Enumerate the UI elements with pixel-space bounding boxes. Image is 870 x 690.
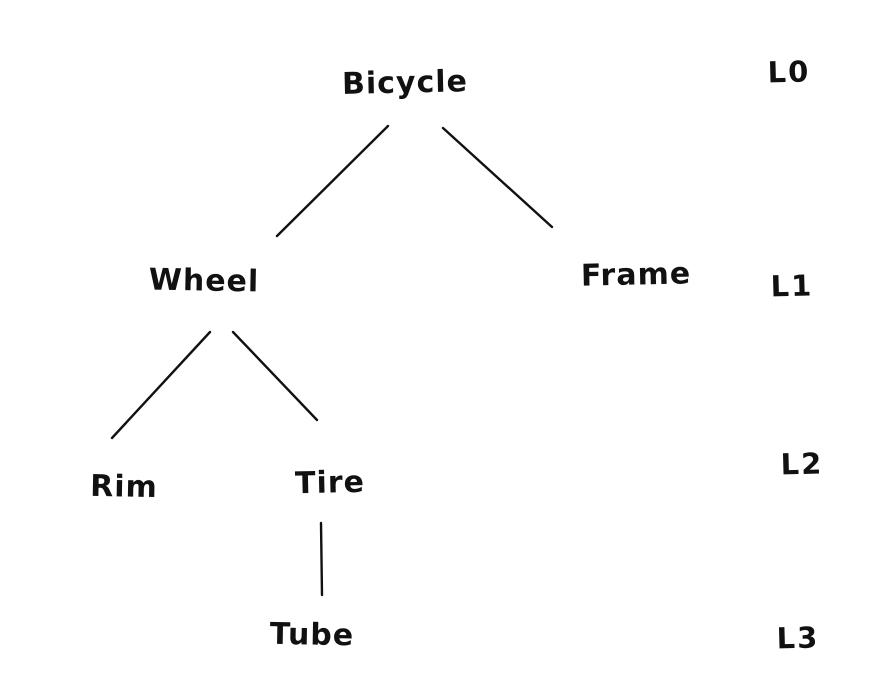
- node-rim: Rim: [89, 468, 159, 506]
- level-label-l0: L0: [767, 54, 811, 90]
- node-frame: Frame: [580, 256, 692, 294]
- edge-wheel-rim: [110, 330, 212, 440]
- edge-bicycle-wheel: [275, 124, 390, 238]
- node-bicycle: Bicycle: [341, 64, 469, 102]
- node-wheel: Wheel: [148, 262, 260, 300]
- node-tube: Tube: [269, 616, 355, 654]
- level-label-l3: L3: [776, 620, 820, 656]
- edge-wheel-tire: [231, 330, 319, 422]
- level-label-l2: L2: [780, 446, 824, 482]
- level-label-l1: L1: [770, 268, 814, 304]
- edge-bicycle-frame: [441, 126, 554, 229]
- edge-tire-tube: [319, 521, 324, 597]
- node-tire: Tire: [294, 464, 366, 502]
